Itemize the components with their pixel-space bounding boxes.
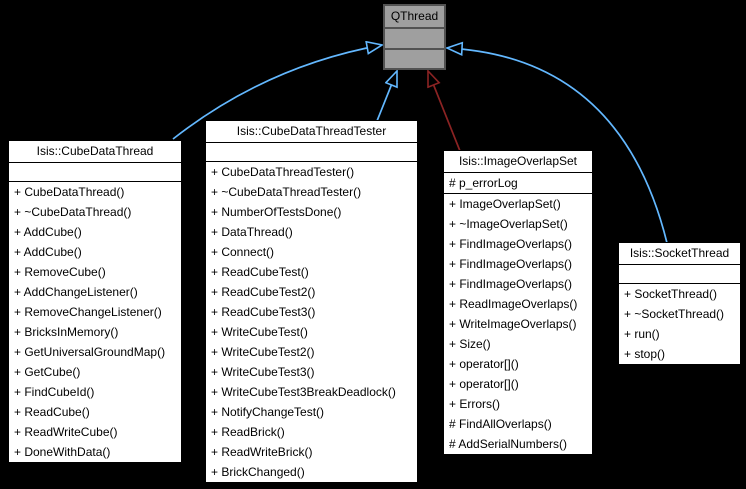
class-box-socketthread[interactable]: Isis::SocketThread + SocketThread()+ ~So… (618, 242, 741, 365)
member-row: + ReadCubeTest3() (211, 305, 316, 319)
member-row: + FindImageOverlaps() (449, 237, 573, 251)
member-row: + ~ImageOverlapSet() (449, 217, 568, 231)
member-row: + NotifyChangeTest() (211, 405, 325, 419)
class-box-qthread[interactable]: QThread (383, 4, 446, 70)
member-row: + Connect() (211, 245, 275, 259)
class-title: Isis::CubeDataThread (9, 141, 181, 163)
member-row: + GetUniversalGroundMap() (14, 345, 166, 359)
attributes-compartment (619, 265, 740, 284)
member-row: + AddCube() (14, 245, 82, 259)
member-row: + ReadCube() (14, 405, 90, 419)
member-row: + BricksInMemory() (14, 325, 119, 339)
edge-imageoverlapset-to-qthread (428, 71, 461, 152)
member-row: + RemoveCube() (14, 265, 106, 279)
member-row: + ReadWriteCube() (14, 425, 118, 439)
class-title: Isis::SocketThread (619, 243, 740, 265)
member-row: + SocketThread() (624, 287, 718, 301)
member-row: + WriteImageOverlaps() (449, 317, 577, 331)
member-row: # p_errorLog (449, 176, 518, 190)
member-row: + ReadCubeTest2() (211, 285, 316, 299)
member-row: # AddSerialNumbers() (449, 437, 568, 451)
member-row: + WriteCubeTest3() (211, 365, 315, 379)
member-row: + ~CubeDataThread() (14, 205, 132, 219)
attributes-compartment: # p_errorLog (444, 173, 592, 194)
member-row: + Size() (449, 337, 491, 351)
member-row: + Errors() (449, 397, 500, 411)
methods-compartment: + ImageOverlapSet() + ~ImageOverlapSet() +… (444, 194, 592, 454)
member-row: + DataThread() (211, 225, 293, 239)
attributes-compartment (206, 143, 417, 162)
member-row: + WriteCubeTest3BreakDeadlock() (211, 385, 396, 399)
methods-compartment: + SocketThread() + ~SocketThread() + run()… (619, 284, 740, 364)
member-row: + RemoveChangeListener() (14, 305, 162, 319)
member-row: + DoneWithData() (14, 445, 111, 459)
member-row: # FindAllOverlaps() (449, 417, 552, 431)
class-title: Isis::CubeDataThreadTester (206, 121, 417, 143)
member-row: + WriteCubeTest2() (211, 345, 315, 359)
member-row: + ~CubeDataThreadTester() (211, 185, 362, 199)
member-row: + ReadWriteBrick() (211, 445, 313, 459)
member-row: + run() (624, 327, 660, 341)
class-title: QThread (385, 6, 444, 29)
edge-cubedatathreadtester-to-qthread (376, 71, 397, 122)
member-row: + AddCube() (14, 225, 82, 239)
member-row: + ReadImageOverlaps() (449, 297, 578, 311)
member-row: + FindImageOverlaps() (449, 257, 573, 271)
member-row: + BrickChanged() (211, 465, 305, 479)
class-box-cubedatathread[interactable]: Isis::CubeDataThread + CubeDataThread()+… (8, 140, 182, 463)
attributes-compartment (9, 163, 181, 182)
member-row: + CubeDataThread() (14, 185, 125, 199)
class-box-cubedatathreadtester[interactable]: Isis::CubeDataThreadTester + CubeDataThr… (205, 120, 418, 483)
member-row: + operator[]() (449, 377, 519, 391)
member-row: + FindCubeId() (14, 385, 95, 399)
member-row: + AddChangeListener() (14, 285, 138, 299)
methods-compartment: + CubeDataThread() + ~CubeDataThread() + A… (9, 182, 181, 462)
member-row: + GetCube() (14, 365, 81, 379)
member-row: + CubeDataThreadTester() (211, 165, 355, 179)
class-box-imageoverlapset[interactable]: Isis::ImageOverlapSet # p_errorLog + Ima… (443, 150, 593, 455)
member-row: + ~SocketThread() (624, 307, 725, 321)
methods-compartment (385, 50, 444, 69)
member-row: + stop() (624, 347, 666, 361)
methods-compartment: + CubeDataThreadTester() + ~CubeDataThrea… (206, 162, 417, 482)
member-row: + operator[]() (449, 357, 519, 371)
member-row: + FindImageOverlaps() (449, 277, 573, 291)
member-row: + WriteCubeTest() (211, 325, 308, 339)
class-title: Isis::ImageOverlapSet (444, 151, 592, 173)
member-row: + ReadBrick() (211, 425, 285, 439)
member-row: + ImageOverlapSet() (449, 197, 561, 211)
member-row: + NumberOfTestsDone() (211, 205, 342, 219)
member-row: + ReadCubeTest() (211, 265, 309, 279)
attributes-compartment (385, 29, 444, 50)
